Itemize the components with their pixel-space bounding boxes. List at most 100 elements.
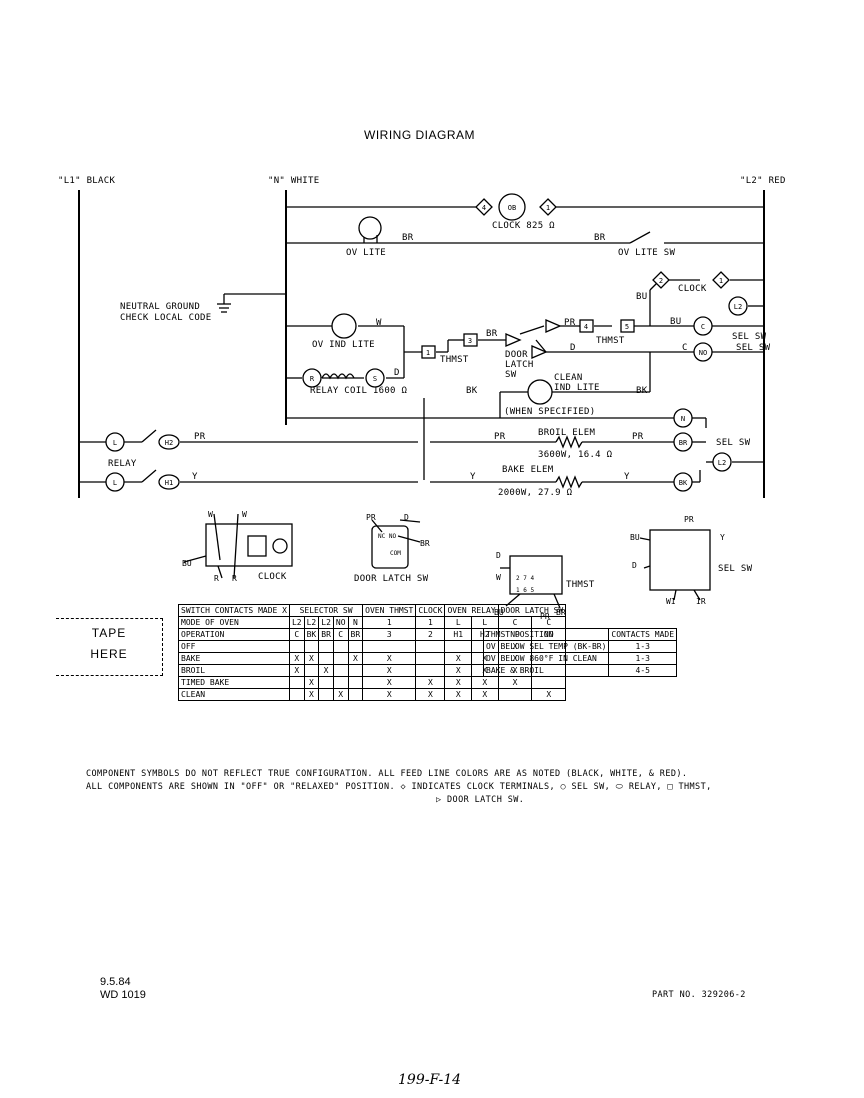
svg-text:3: 3 <box>468 337 472 345</box>
contact-cell: X <box>347 652 364 665</box>
bottom-cell: H1 <box>444 628 473 641</box>
svg-text:IR: IR <box>696 597 706 606</box>
thmst-label-2: THMST <box>596 336 625 346</box>
top-cell: C <box>531 616 567 629</box>
table-row: CLEAN X X X X X X X <box>178 688 567 701</box>
diagram-title: WIRING DIAGRAM <box>364 128 475 142</box>
clock-header: CLOCK <box>415 604 446 617</box>
pr-label-1: PR <box>564 318 576 328</box>
contact-cell: X <box>531 688 567 701</box>
relay-label: RELAY <box>108 459 137 469</box>
bake-elem-label: BAKE ELEM <box>502 465 554 475</box>
top-cell: C <box>497 616 533 629</box>
contact-cell: X <box>288 652 305 665</box>
contact-cell <box>347 640 364 653</box>
top-cell: L2 <box>318 616 334 629</box>
contact-cell: X <box>444 664 473 677</box>
contact-cell <box>531 676 567 689</box>
door-latch-header: DOOR LATCH SW <box>497 604 567 617</box>
y-label-1: Y <box>192 472 198 482</box>
bake-rating-label: 2000W, 27.9 Ω <box>498 488 573 498</box>
relay-coil-label: RELAY COIL 1600 Ω <box>310 386 408 396</box>
contact-cell: X <box>444 652 473 665</box>
svg-text:4: 4 <box>584 323 588 331</box>
pr-label-4: PR <box>632 432 644 442</box>
contact-cell: X <box>471 688 499 701</box>
contact-cell: X <box>318 664 334 677</box>
svg-text:H2: H2 <box>165 439 173 447</box>
contact-cell <box>332 652 349 665</box>
contact-cell: X <box>303 652 320 665</box>
table-row: BAKE & BROIL 4-5 <box>482 664 678 677</box>
svg-text:BK: BK <box>679 479 688 487</box>
contact-cell <box>303 664 320 677</box>
bottom-cell: C <box>288 628 305 641</box>
contact-cell <box>444 640 473 653</box>
svg-text:W: W <box>242 510 247 519</box>
top-cell: NO <box>332 616 349 629</box>
bottom-cell: BR <box>347 628 364 641</box>
svg-text:4: 4 <box>482 204 486 212</box>
contact-cell <box>347 688 364 701</box>
svg-text:2 7 4: 2 7 4 <box>516 575 534 582</box>
clock-825-label: CLOCK 825 Ω <box>492 221 555 231</box>
d-label-2: D <box>394 368 400 378</box>
door-latch-sketch-label: DOOR LATCH SW <box>354 574 429 584</box>
mode-cell: BAKE <box>178 652 290 665</box>
contact-cell <box>347 664 364 677</box>
mode-row-2: OPERATION <box>178 628 290 641</box>
contact-cell <box>288 676 305 689</box>
contact-cell <box>288 640 305 653</box>
contact-cell: X <box>303 676 320 689</box>
notes-line-1: COMPONENT SYMBOLS DO NOT REFLECT TRUE CO… <box>86 769 688 779</box>
c-label: C <box>682 343 688 353</box>
contact-cell <box>497 688 533 701</box>
svg-text:1: 1 <box>426 349 430 357</box>
broil-rating-label: 3600W, 16.4 Ω <box>538 450 613 460</box>
svg-text:Y: Y <box>720 533 725 542</box>
contact-cell: X <box>444 676 473 689</box>
contact-cell <box>332 640 349 653</box>
table-row: OV BELOW SEL TEMP (BK-BR) 1-3 <box>482 640 678 653</box>
part-number: PART NO. 329206-2 <box>652 990 746 1000</box>
svg-text:NC NO: NC NO <box>378 533 396 540</box>
svg-text:D: D <box>404 513 409 522</box>
svg-text:BR: BR <box>420 539 430 548</box>
footer-code: WD 1019 <box>100 989 146 1001</box>
top-cell: L2 <box>288 616 305 629</box>
contact-cell: X <box>362 652 417 665</box>
pr-label-2: PR <box>194 432 206 442</box>
top-cell: 1 <box>415 616 446 629</box>
contact-cell <box>318 640 334 653</box>
contact-cell: X <box>288 664 305 677</box>
w-label: W <box>376 318 382 328</box>
thmst-pos-cell: OV BELOW SEL TEMP (BK-BR) <box>482 640 610 653</box>
contact-cell: X <box>303 688 320 701</box>
pr-label-3: PR <box>494 432 506 442</box>
thmst-pos-cell: OV BELOW 860°F IN CLEAN <box>482 652 610 665</box>
table-row: OV BELOW 860°F IN CLEAN 1-3 <box>482 652 678 665</box>
thmst-pos-cell: BAKE & BROIL <box>482 664 610 677</box>
ov-lite-sw-label: OV LITE SW <box>618 248 676 258</box>
thmst-contacts-cell: 1-3 <box>608 640 678 653</box>
thmst-sketch-label: THMST <box>566 580 595 590</box>
when-specified-label: (WHEN SPECIFIED) <box>504 407 596 417</box>
svg-text:R: R <box>214 574 219 583</box>
thmst-contacts-cell: 4-5 <box>608 664 678 677</box>
d-label-1: D <box>570 343 576 353</box>
bottom-cell: 3 <box>362 628 417 641</box>
contact-cell: X <box>415 688 446 701</box>
mode-cell: OFF <box>178 640 290 653</box>
mode-cell: CLEAN <box>178 688 290 701</box>
svg-text:L2: L2 <box>734 303 742 311</box>
contact-cell <box>303 640 320 653</box>
tape-line: TAPE <box>91 626 127 640</box>
bk-label-2: BK <box>636 386 648 396</box>
bottom-cell: BK <box>303 628 320 641</box>
svg-text:W: W <box>208 510 213 519</box>
top-cell: L <box>471 616 499 629</box>
svg-text:BU: BU <box>182 559 192 568</box>
sel-sw-label-3: SEL SW <box>716 438 751 448</box>
handwritten-note: 199-F-14 <box>398 1072 462 1088</box>
bottom-cell: C <box>332 628 349 641</box>
